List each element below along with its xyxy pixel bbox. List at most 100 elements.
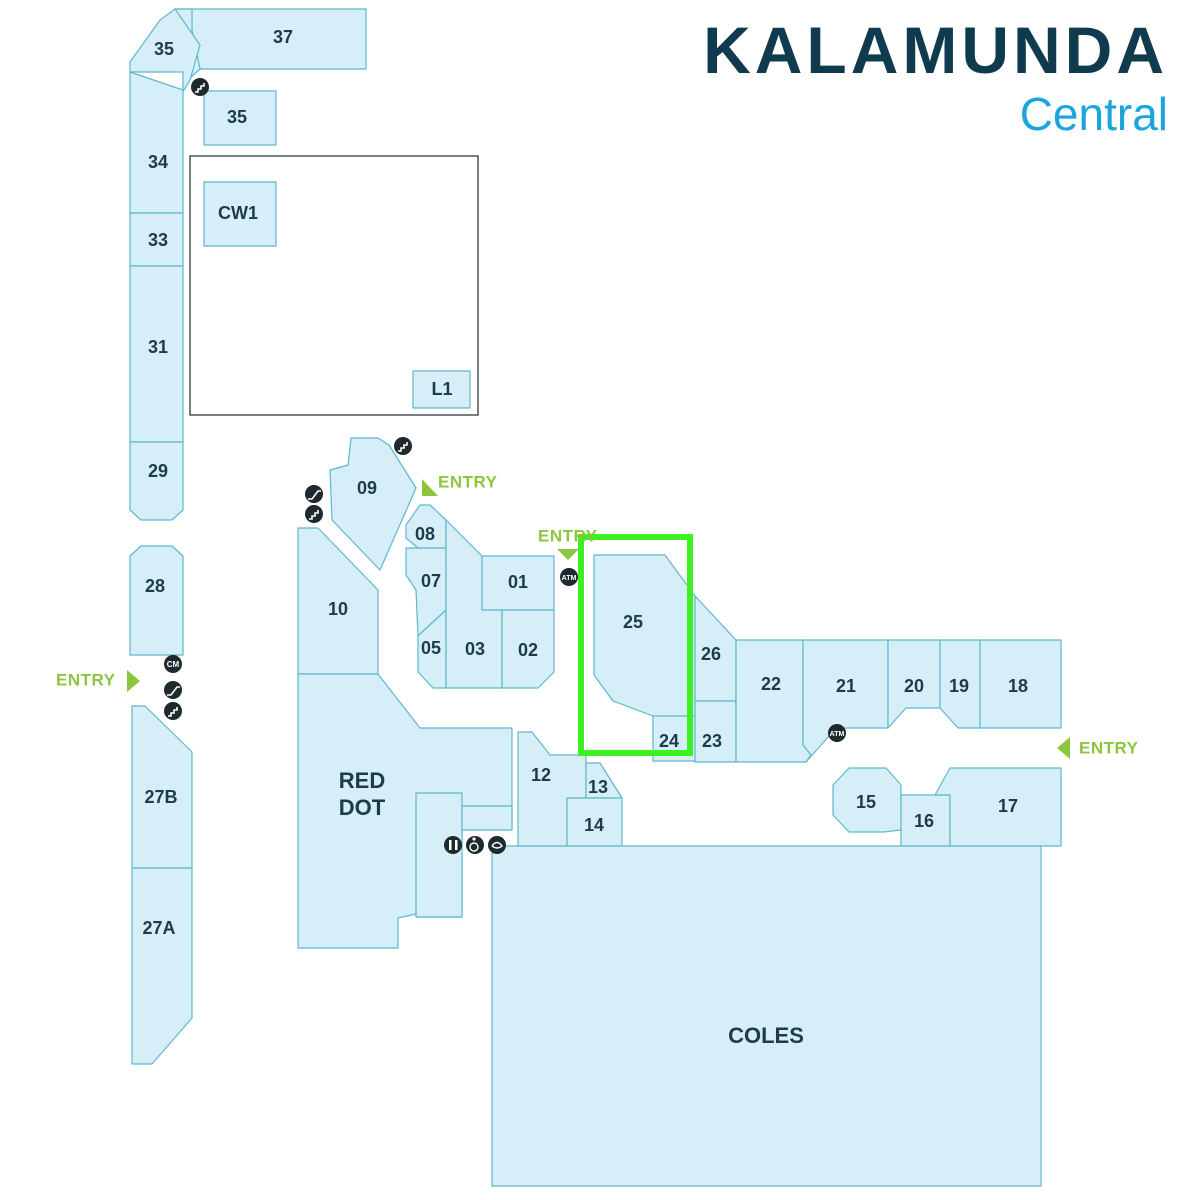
entry-north-09[interactable]: ENTRY	[422, 472, 498, 496]
shop-27b[interactable]: 27B	[131, 705, 193, 869]
arrow-down-icon	[557, 549, 579, 560]
shop-21[interactable]: 21	[802, 639, 889, 763]
shop-label: DOT	[339, 795, 386, 820]
shop-label: 14	[584, 815, 604, 835]
shop-28[interactable]: 28	[129, 545, 184, 656]
shop-label: 24	[659, 731, 679, 751]
shop-label: 09	[357, 478, 377, 498]
shop-23[interactable]: 23	[694, 700, 737, 763]
atm-icon[interactable]: ATM	[828, 724, 846, 742]
shop-label: 03	[465, 639, 485, 659]
shop-33[interactable]: 33	[129, 212, 184, 267]
entry-north-atm[interactable]: ENTRY	[538, 526, 598, 560]
shop-label: CW1	[218, 203, 258, 223]
mall-title: KALAMUNDA	[703, 13, 1168, 87]
svg-text:ATM: ATM	[562, 575, 577, 582]
shop-10[interactable]: 10	[297, 527, 379, 675]
shop-label: 02	[518, 640, 538, 660]
shop-label: COLES	[728, 1023, 804, 1048]
svg-text:ATM: ATM	[830, 731, 845, 738]
shop-label: L1	[431, 379, 452, 399]
shop-27a[interactable]: 27A	[131, 867, 193, 1065]
svg-text:CM: CM	[167, 660, 180, 669]
arrow-icon	[422, 479, 438, 496]
stairs-icon	[305, 505, 323, 523]
shop-label: 10	[328, 599, 348, 619]
shop-label: 27A	[142, 918, 175, 938]
entry-right[interactable]: ENTRY	[1057, 737, 1139, 759]
shop-26[interactable]: 26	[694, 595, 737, 702]
red-dot-annex	[415, 792, 513, 918]
shop-17[interactable]: 17	[934, 767, 1062, 847]
shop-label: 21	[836, 676, 856, 696]
shop-label: 18	[1008, 676, 1028, 696]
shop-05[interactable]: 05	[417, 609, 447, 689]
shop-cw1[interactable]: CW1	[203, 181, 277, 247]
shop-label: 05	[421, 638, 441, 658]
shop-label: 33	[148, 230, 168, 250]
escalator-icon	[164, 681, 182, 699]
shop-29[interactable]: 29	[129, 441, 184, 521]
entry-label: ENTRY	[438, 472, 498, 491]
shop-18[interactable]: 18	[979, 639, 1062, 729]
escalator-icon	[305, 485, 323, 503]
shop-02[interactable]: 02	[501, 609, 555, 689]
shop-label: 20	[904, 676, 924, 696]
stairs-icon	[394, 437, 412, 455]
toilets-icon	[444, 836, 462, 854]
shop-label: 17	[998, 796, 1018, 816]
shop-14[interactable]: 14	[566, 797, 623, 847]
shop-08[interactable]: 08	[405, 504, 447, 549]
shop-label: 23	[702, 731, 722, 751]
shop-label: 12	[531, 765, 551, 785]
shop-label: 34	[148, 152, 168, 172]
arrow-left-icon	[1057, 737, 1070, 759]
shop-35-corner[interactable]: 35	[129, 8, 201, 93]
customer-service-icon[interactable]: CM	[164, 655, 182, 673]
shop-label: 08	[415, 524, 435, 544]
shop-19[interactable]: 19	[939, 639, 981, 729]
shop-label: 28	[145, 576, 165, 596]
shop-09[interactable]: 09	[329, 437, 417, 571]
shop-15[interactable]: 15	[832, 767, 902, 833]
shop-label: RED	[339, 768, 385, 793]
atm-icon[interactable]: ATM	[560, 568, 578, 586]
shop-13[interactable]: 13	[585, 762, 623, 799]
shop-01[interactable]: 01	[481, 555, 555, 611]
shop-label: 35	[154, 39, 174, 59]
shop-coles[interactable]: COLES	[491, 845, 1042, 1187]
accessible-icon	[466, 836, 484, 854]
shop-label: 29	[148, 461, 168, 481]
mall-subtitle: Central	[1020, 88, 1168, 140]
shop-label: 37	[273, 27, 293, 47]
shop-20[interactable]: 20	[887, 639, 941, 729]
entry-label: ENTRY	[538, 526, 598, 545]
shop-16[interactable]: 16	[900, 794, 951, 847]
shop-label: 01	[508, 572, 528, 592]
stairs-icon	[191, 78, 209, 96]
shop-label: 13	[588, 777, 608, 797]
shop-label: 16	[914, 811, 934, 831]
shop-label: 31	[148, 337, 168, 357]
parents-room-icon	[488, 836, 506, 854]
shop-22[interactable]: 22	[735, 639, 812, 763]
highlight-shop-25	[578, 534, 693, 756]
shop-label: 19	[949, 676, 969, 696]
shop-label: 26	[701, 644, 721, 664]
shop-34[interactable]: 34	[129, 71, 184, 214]
shop-label: 25	[623, 612, 643, 632]
shop-l1[interactable]: L1	[412, 370, 471, 409]
entry-label: ENTRY	[56, 670, 116, 689]
shop-label: 15	[856, 792, 876, 812]
shop-31[interactable]: 31	[129, 265, 184, 443]
shop-35-lower[interactable]: 35	[203, 90, 277, 146]
shop-label: 27B	[144, 787, 177, 807]
stairs-icon	[164, 702, 182, 720]
entry-left[interactable]: ENTRY	[56, 670, 140, 692]
shop-label: 22	[761, 674, 781, 694]
entry-label: ENTRY	[1079, 738, 1139, 757]
arrow-right-icon	[127, 670, 140, 692]
shop-label: 07	[421, 571, 441, 591]
shop-label: 35	[227, 107, 247, 127]
